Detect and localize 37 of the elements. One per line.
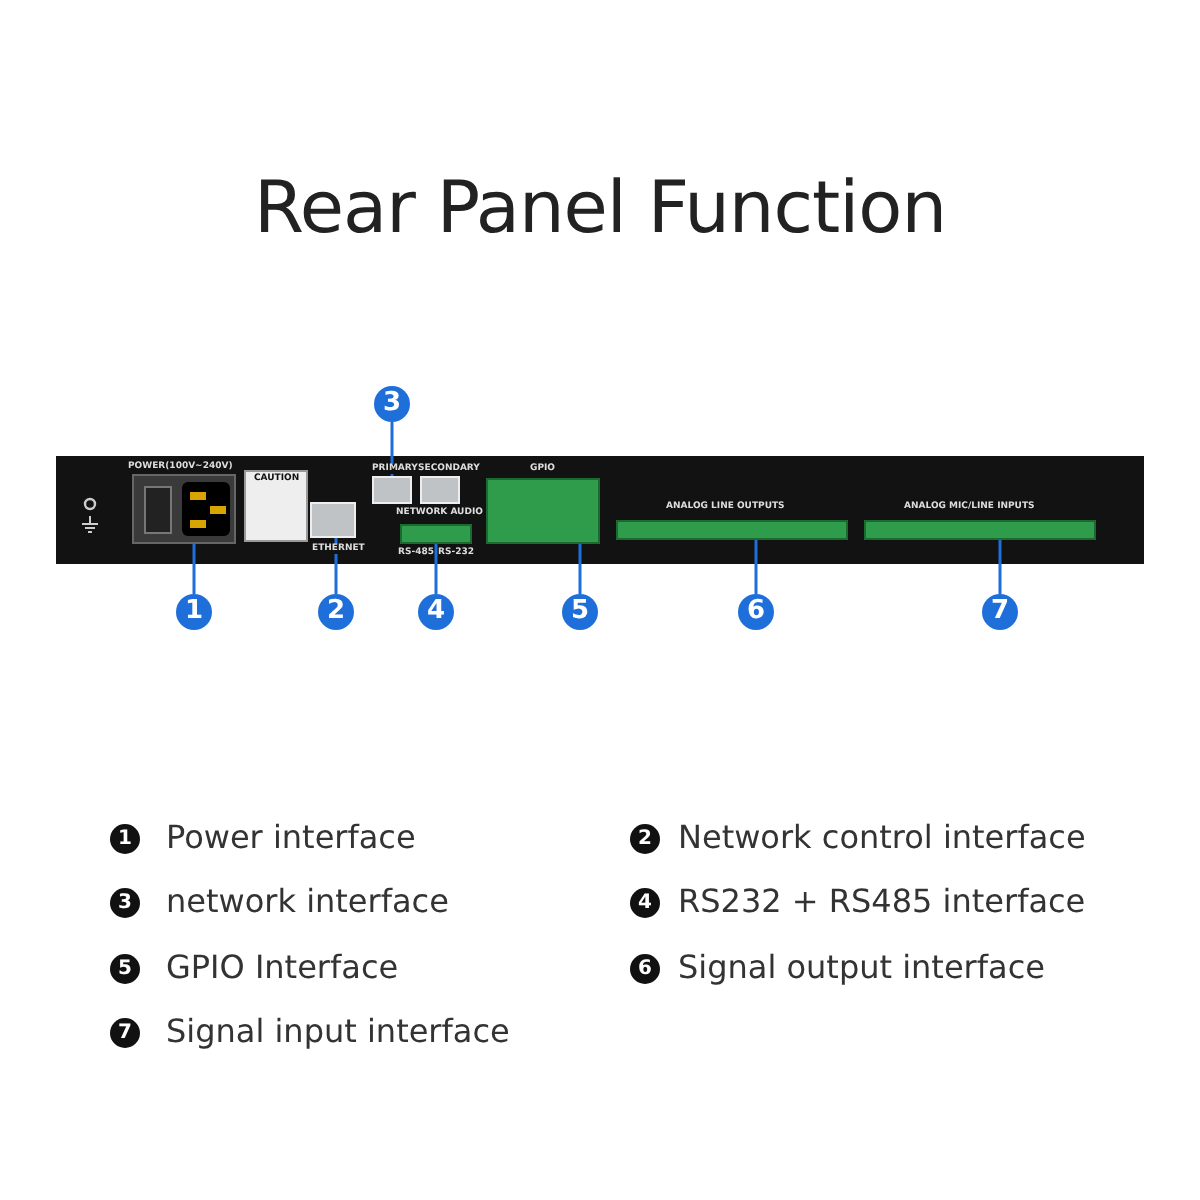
ethernet-port xyxy=(420,476,460,504)
terminal-block xyxy=(400,524,472,544)
power-socket xyxy=(132,474,236,544)
leader-line xyxy=(578,544,582,594)
list-item: Signal output interface xyxy=(678,950,1045,986)
callout-number: 7 xyxy=(982,594,1018,630)
list-number: 1 xyxy=(110,824,140,854)
callout-number: 3 xyxy=(374,386,410,422)
list-item: Power interface xyxy=(166,820,416,856)
terminal-block xyxy=(486,478,600,544)
callout-number: 6 xyxy=(738,594,774,630)
terminal-block xyxy=(864,520,1096,540)
leader-line xyxy=(754,540,758,594)
list-item: Signal input interface xyxy=(166,1014,510,1050)
callout-number: 2 xyxy=(318,594,354,630)
ethernet-port xyxy=(310,502,356,538)
list-item: Network control interface xyxy=(678,820,1086,856)
leader-line xyxy=(192,544,196,594)
leader-line xyxy=(390,422,394,476)
list-number: 4 xyxy=(630,888,660,918)
leader-line xyxy=(334,538,338,594)
title: Rear Panel Function xyxy=(251,168,949,250)
callout-number: 1 xyxy=(176,594,212,630)
list-number: 3 xyxy=(110,888,140,918)
list-item: GPIO Interface xyxy=(166,950,399,986)
list-item: RS232 + RS485 interface xyxy=(678,884,1086,920)
list-number: 2 xyxy=(630,824,660,854)
list-item: network interface xyxy=(166,884,449,920)
callout-number: 4 xyxy=(418,594,454,630)
leader-line xyxy=(998,540,1002,594)
list-number: 6 xyxy=(630,954,660,984)
list-number: 7 xyxy=(110,1018,140,1048)
ethernet-port xyxy=(372,476,412,504)
callout-number: 5 xyxy=(562,594,598,630)
leader-line xyxy=(434,544,438,594)
list-number: 5 xyxy=(110,954,140,984)
terminal-block xyxy=(616,520,848,540)
